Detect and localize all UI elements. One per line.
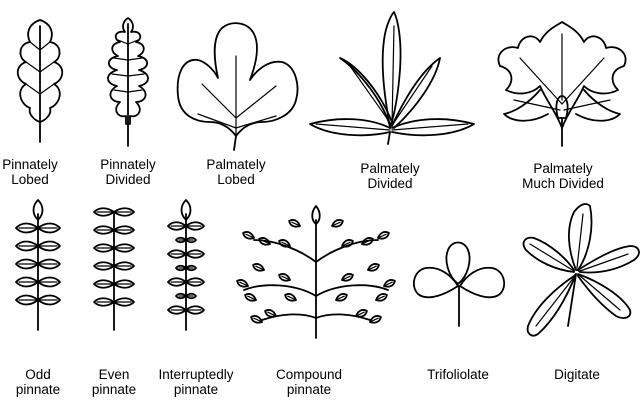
compound-leaflet — [375, 292, 388, 303]
compound-leaflet — [252, 262, 265, 273]
label-palmately-much-divided: PalmatelyMuch Divided — [508, 161, 618, 191]
interruptedly-pinnate-leaf — [168, 200, 204, 330]
compound-leaflet — [355, 308, 368, 319]
odd-pinnate-leaf — [16, 200, 60, 330]
palmately-lobed-leaf — [178, 23, 298, 150]
even-pinnate-leaf — [94, 208, 134, 330]
compound-leaflet — [278, 238, 291, 249]
label-pinnately-lobed: PinnatelyLobed — [0, 157, 60, 187]
compound-leaflet — [284, 292, 297, 303]
palmately-much-divided-leaf — [498, 22, 625, 146]
compound-leaflet — [242, 230, 255, 241]
compound-leaflet — [341, 272, 354, 283]
label-digitate: Digitate — [542, 367, 612, 382]
label-pinnately-divided: PinnatelyDivided — [93, 157, 163, 187]
compound-leaflet — [331, 218, 344, 229]
compound-leaflet — [288, 218, 301, 229]
compound-pinnate-leaf — [236, 206, 396, 338]
label-palmately-divided: PalmatelyDivided — [350, 161, 430, 191]
label-interruptedly-pinnate: Interruptedlypinnate — [146, 367, 246, 397]
label-compound-pinnate: Compoundpinnate — [264, 367, 354, 397]
compound-leaflet — [250, 314, 263, 325]
palmately-divided-leaf — [310, 12, 474, 144]
pinnately-lobed-leaf — [18, 20, 63, 142]
compound-leaflet — [377, 230, 390, 241]
compound-leaflet — [383, 278, 396, 289]
label-odd-pinnate: Oddpinnate — [8, 367, 68, 397]
compound-leaflet — [244, 292, 257, 303]
trifoliolate-leaf — [414, 243, 504, 327]
digitate-leaf — [524, 204, 639, 336]
compound-leaflet — [264, 308, 277, 319]
compound-leaflet — [278, 272, 291, 283]
compound-leaflet — [361, 236, 374, 247]
compound-leaflet — [341, 238, 354, 249]
pinnately-divided-leaf — [108, 18, 148, 146]
compound-leaflet — [367, 262, 380, 273]
compound-leaflet — [335, 292, 348, 303]
label-palmately-lobed: PalmatelyLobed — [196, 157, 276, 187]
compound-leaflet — [236, 278, 249, 289]
compound-leaflet — [258, 236, 271, 247]
label-trifoliolate: Trifoliolate — [418, 367, 498, 382]
compound-leaflet — [369, 314, 382, 325]
label-even-pinnate: Evenpinnate — [84, 367, 144, 397]
